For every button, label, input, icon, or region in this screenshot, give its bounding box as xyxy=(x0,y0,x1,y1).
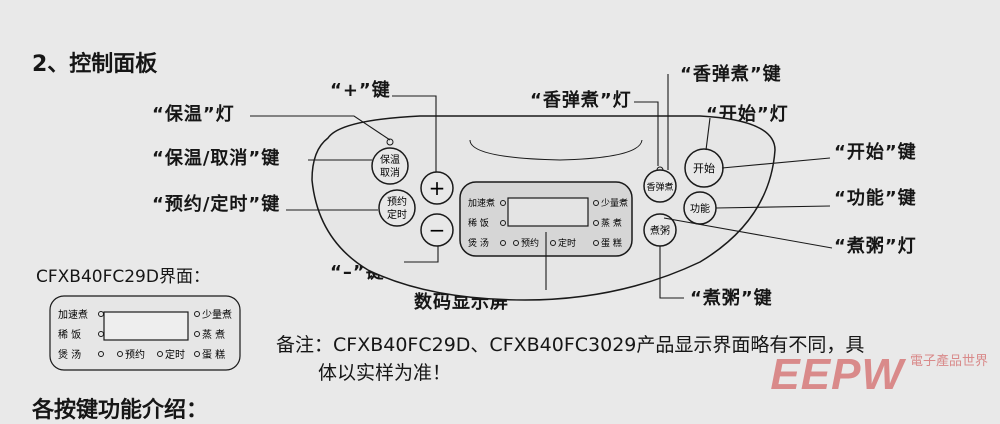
callout-congee-key: “煮粥”键 xyxy=(690,288,773,309)
display-label-soup: 煲 汤 xyxy=(468,237,489,249)
svg-text:少量煮: 少量煮 xyxy=(202,309,232,321)
mini-panel xyxy=(49,295,241,371)
mini-panel-indicators xyxy=(98,311,200,357)
callout-start-key: “开始”键 xyxy=(834,142,917,163)
preset-timer-button xyxy=(378,189,416,227)
keep-warm-indicator-light xyxy=(386,138,394,146)
eepw-watermark: EEPW 電子產品世界 xyxy=(770,350,988,400)
keep-warm-cancel-button xyxy=(371,147,409,185)
callout-preset-timer-key: “预约/定时”键 xyxy=(152,194,281,215)
callout-fragrant-rice-key: “香弹煮”键 xyxy=(680,64,782,85)
display-label-preset: 预约 xyxy=(521,237,539,249)
display-label-cake: 蛋 糕 xyxy=(601,237,622,249)
svg-text:−: − xyxy=(429,218,446,242)
display-label-quick: 加速煮 xyxy=(468,198,495,209)
svg-text:功能: 功能 xyxy=(690,202,710,215)
model-label: CFXB40FC29D界面： xyxy=(36,267,210,287)
section-heading: 2、控制面板 xyxy=(32,52,158,77)
callout-function-key: “功能”键 xyxy=(834,188,917,209)
callout-fragrant-rice-light: “香弹煮”灯 xyxy=(530,90,632,111)
svg-text:+: + xyxy=(429,176,446,200)
svg-text:定时: 定时 xyxy=(387,208,407,221)
svg-text:稀 饭: 稀 饭 xyxy=(58,328,81,341)
callout-plus-key: “+”键 xyxy=(330,80,391,101)
callout-keep-warm-light: “保温”灯 xyxy=(152,104,235,125)
svg-text:蒸 煮: 蒸 煮 xyxy=(202,329,225,341)
control-panel-diagram: 加速煮 稀 饭 煲 汤 少量煮 蒸 煮 蛋 糕 预约 定时 保温 取消 预约 定… xyxy=(49,74,833,371)
note-line-2: 体以实样为准！ xyxy=(318,362,452,384)
svg-text:加速煮: 加速煮 xyxy=(58,309,88,321)
plus-button xyxy=(420,171,454,205)
minus-button xyxy=(420,213,454,247)
svg-text:取消: 取消 xyxy=(380,166,400,179)
display-label-steam: 蒸 煮 xyxy=(601,217,622,229)
callout-keep-warm-cancel-key: “保温/取消”键 xyxy=(152,148,281,169)
svg-text:蛋 糕: 蛋 糕 xyxy=(202,348,225,361)
display-label-porridge: 稀 饭 xyxy=(468,217,489,229)
display-screen xyxy=(507,197,589,227)
svg-text:预约: 预约 xyxy=(387,195,407,208)
svg-text:开始: 开始 xyxy=(693,161,715,175)
svg-text:保温: 保温 xyxy=(380,153,400,166)
display-label-timer: 定时 xyxy=(558,237,576,249)
fragrant-rice-button xyxy=(643,169,677,203)
note-line-1: 备注：CFXB40FC29D、CFXB40FC3029产品显示界面略有不同，具 xyxy=(276,334,865,356)
svg-text:香弹煮: 香弹煮 xyxy=(646,181,673,193)
eepw-logo-text: EEPW xyxy=(770,350,904,399)
svg-text:煮粥: 煮粥 xyxy=(650,225,670,237)
eepw-logo-subtitle: 電子產品世界 xyxy=(909,354,988,369)
svg-text:定时: 定时 xyxy=(165,348,185,361)
callout-congee-light: “煮粥”灯 xyxy=(834,236,917,257)
svg-text:煲 汤: 煲 汤 xyxy=(58,348,81,361)
display-label-small: 少量煮 xyxy=(601,198,628,209)
svg-text:预约: 预约 xyxy=(125,348,145,361)
